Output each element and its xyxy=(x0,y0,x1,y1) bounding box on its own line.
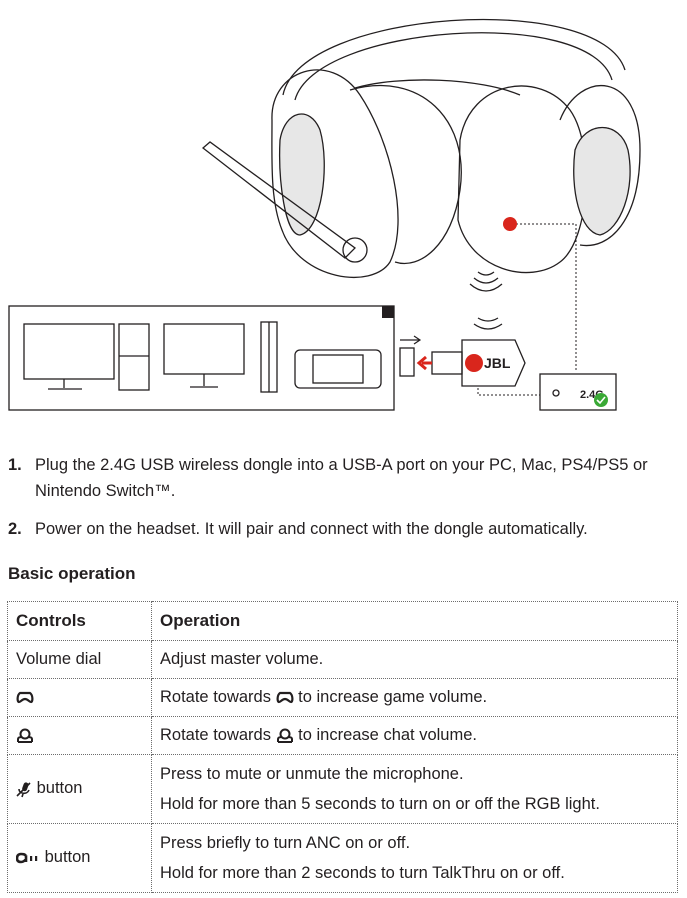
table-header-row: Controls Operation xyxy=(7,601,678,641)
game-volume-icon xyxy=(16,691,34,703)
operation-text: to increase game volume. xyxy=(293,688,488,707)
operation-line: Press to mute or unmute the microphone. xyxy=(160,765,464,783)
control-label: button xyxy=(36,779,83,798)
left-earcup xyxy=(271,69,399,278)
column-header-controls: Controls xyxy=(7,601,152,641)
table-row: button Press briefly to turn ANC on or o… xyxy=(7,823,678,893)
table-row: button Press to mute or unmute the micro… xyxy=(7,754,678,824)
step-number: 1. xyxy=(8,456,22,474)
setup-steps: 1. Plug the 2.4G USB wireless dongle int… xyxy=(8,452,680,554)
control-cell xyxy=(7,678,152,717)
table-row: Rotate towards to increase chat volume. xyxy=(7,716,678,755)
control-cell: Volume dial xyxy=(7,640,152,679)
devices-panel xyxy=(8,305,395,411)
step-number: 2. xyxy=(8,520,22,538)
step-1: 1. Plug the 2.4G USB wireless dongle int… xyxy=(8,452,680,504)
chat-volume-icon xyxy=(276,728,293,743)
game-volume-icon xyxy=(276,691,294,703)
operation-cell: Press briefly to turn ANC on or off. Hol… xyxy=(151,823,678,893)
mic-mute-icon xyxy=(16,781,31,797)
table-row: Rotate towards to increase game volume. xyxy=(7,678,678,717)
operation-text: Rotate towards xyxy=(160,726,276,745)
headset-connection-illustration: JBL 2.4G xyxy=(8,18,641,411)
operation-cell: Rotate towards to increase chat volume. xyxy=(151,716,678,755)
usb-dongle xyxy=(431,351,463,375)
operation-cell: Rotate towards to increase game volume. xyxy=(151,678,678,717)
control-cell: button xyxy=(7,754,152,824)
operation-line: Hold for more than 5 seconds to turn on … xyxy=(160,795,600,813)
operation-text: to increase chat volume. xyxy=(293,726,477,745)
operation-text: Rotate towards xyxy=(160,688,276,707)
operation-line: Hold for more than 2 seconds to turn Tal… xyxy=(160,864,565,882)
operation-line: Press briefly to turn ANC on or off. xyxy=(160,834,411,852)
table-row: Volume dial Adjust master volume. xyxy=(7,640,678,679)
control-cell xyxy=(7,716,152,755)
operation-cell: Adjust master volume. xyxy=(151,640,678,679)
mic-boom xyxy=(201,141,356,259)
connect-button-highlight xyxy=(503,217,517,231)
anc-icon xyxy=(16,852,38,864)
headband xyxy=(282,18,626,96)
step-text: Power on the headset. It will pair and c… xyxy=(35,520,588,538)
right-earcup xyxy=(457,85,587,274)
control-cell: button xyxy=(7,823,152,893)
column-header-operation: Operation xyxy=(151,601,678,641)
control-label: button xyxy=(44,848,91,867)
step-text: Plug the 2.4G USB wireless dongle into a… xyxy=(35,456,648,500)
section-title: Basic operation xyxy=(8,564,136,583)
controls-table: Controls Operation Volume dial Adjust ma… xyxy=(7,601,678,893)
chat-volume-icon xyxy=(17,728,33,743)
dongle-callout xyxy=(539,373,617,411)
operation-cell: Press to mute or unmute the microphone. … xyxy=(151,754,678,824)
step-2: 2. Power on the headset. It will pair an… xyxy=(8,516,680,542)
insert-arrow xyxy=(416,355,432,371)
dongle-brand: JBL xyxy=(484,355,511,371)
left-cushion xyxy=(349,84,462,264)
